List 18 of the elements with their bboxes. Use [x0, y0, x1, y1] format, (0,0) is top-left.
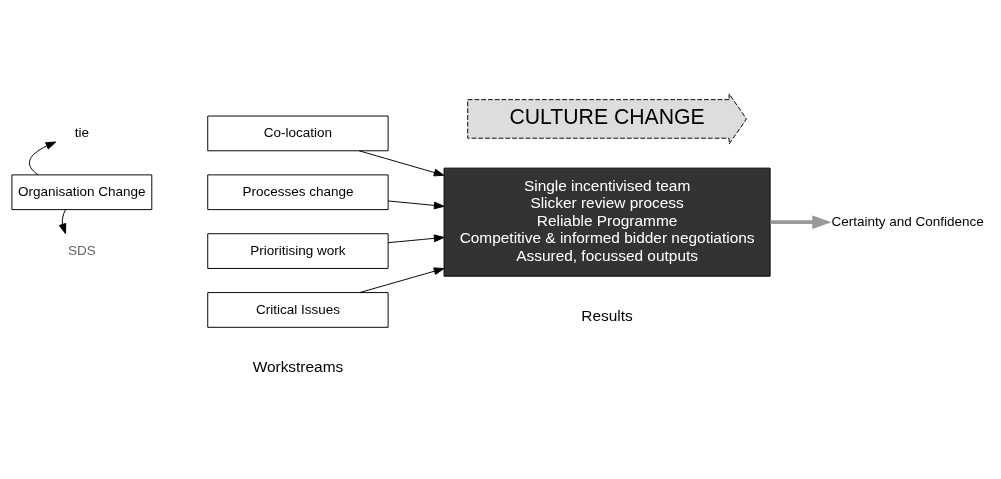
arrow — [58, 208, 67, 234]
node-box: Prioritising work — [207, 232, 389, 269]
node-box: Processes change — [207, 173, 389, 210]
node-text: Certainty and Confidence — [831, 213, 984, 229]
arrow — [28, 141, 57, 175]
label: Workstreams — [252, 357, 344, 375]
arrow — [358, 149, 445, 176]
node-text: tie — [74, 124, 89, 140]
node-text: SDS — [67, 242, 96, 258]
arrow — [387, 199, 445, 209]
node-box: Organisation Change — [11, 173, 153, 210]
arrow — [387, 234, 445, 243]
node-box: Single incentivised team Slicker review process Reliable Programme Competitive & informed bidder negotiations Assured, focussed outputs — [443, 167, 771, 277]
arrow — [359, 266, 445, 293]
label: Results — [581, 306, 633, 324]
node-box: Co-location — [207, 115, 389, 151]
arrow — [770, 214, 832, 229]
node-box: Critical Issues — [207, 291, 389, 328]
